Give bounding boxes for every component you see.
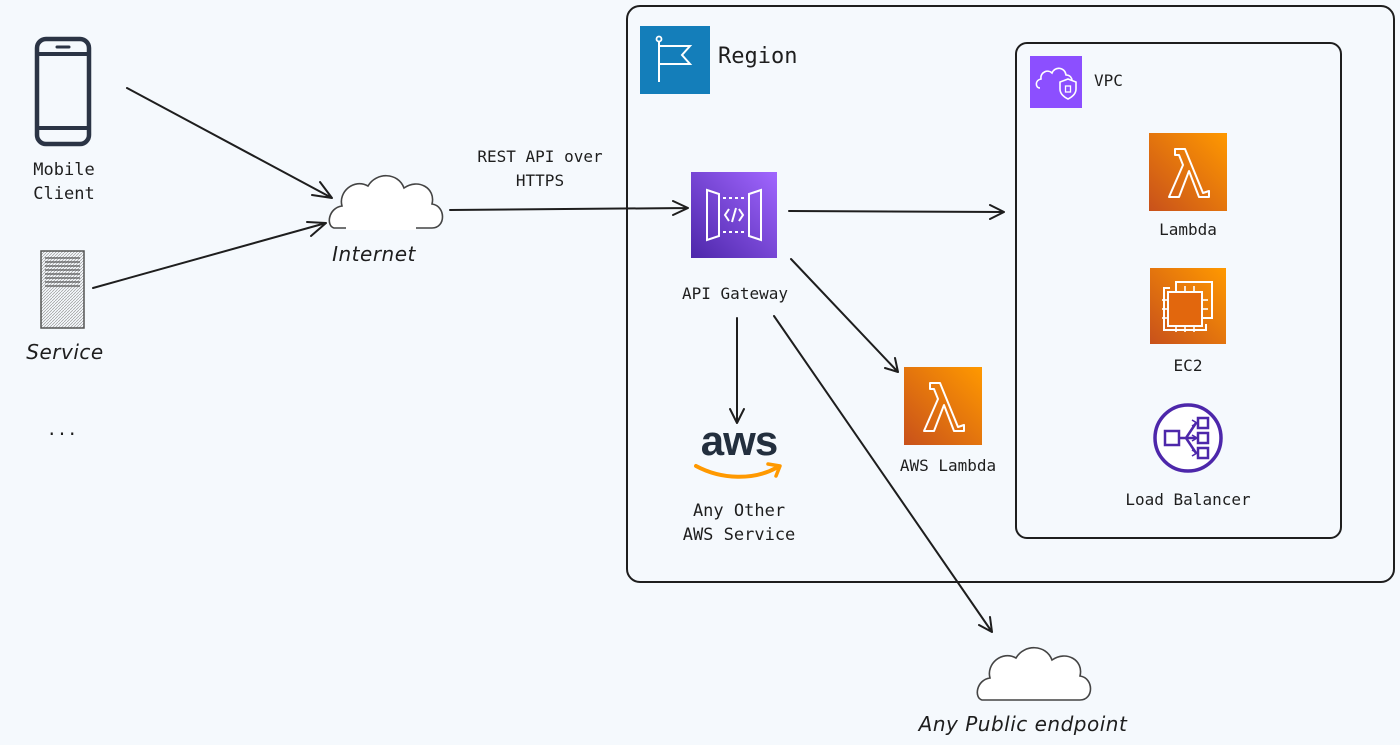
arrow-apigw-to-aws-service (729, 317, 745, 424)
mobile-phone-icon (34, 36, 92, 147)
vpc-title: VPC (1094, 71, 1123, 90)
api-gateway-icon (691, 172, 777, 258)
vpc-container (1015, 42, 1342, 539)
lambda-icon (904, 367, 982, 445)
arrow-mobile-to-internet (126, 87, 333, 199)
cloud-icon (328, 174, 444, 230)
arrow-service-to-internet (92, 221, 327, 289)
service-label: Service (26, 340, 104, 364)
ec2-label: EC2 (1173, 356, 1203, 375)
region-flag-icon (640, 26, 710, 94)
other-aws-service-label: Any Other AWS Service (682, 501, 796, 545)
server-icon (40, 250, 85, 329)
aws-lambda-label: AWS Lambda (899, 456, 997, 475)
vpc-lambda-icon (1149, 133, 1227, 211)
aws-logo-text: aws (700, 417, 778, 464)
more-clients-ellipsis: ... (46, 420, 78, 440)
arrow-apigw-to-lambda (790, 258, 899, 373)
public-endpoint-label: Any Public endpoint (918, 712, 1128, 736)
ec2-chip-icon (1150, 268, 1226, 344)
arrow-apigw-to-public-endpoint (773, 315, 993, 633)
arrow-internet-to-apigw (449, 200, 689, 216)
region-container (626, 5, 1395, 583)
aws-logo-icon: aws (692, 418, 786, 488)
mobile-client-label: Mobile Client (33, 160, 95, 204)
vpc-cloud-shield-icon (1030, 56, 1082, 108)
public-endpoint-cloud-icon (976, 646, 1092, 701)
api-gateway-label: API Gateway (682, 284, 788, 303)
load-balancer-icon (1153, 403, 1223, 473)
internet-label: Internet (332, 242, 416, 266)
edge-label-rest-api: REST API over HTTPS (477, 147, 603, 190)
arrow-apigw-to-vpc (788, 204, 1005, 220)
region-title: Region (718, 44, 798, 69)
load-balancer-label: Load Balancer (1125, 490, 1251, 509)
vpc-lambda-label: Lambda (1159, 220, 1217, 239)
